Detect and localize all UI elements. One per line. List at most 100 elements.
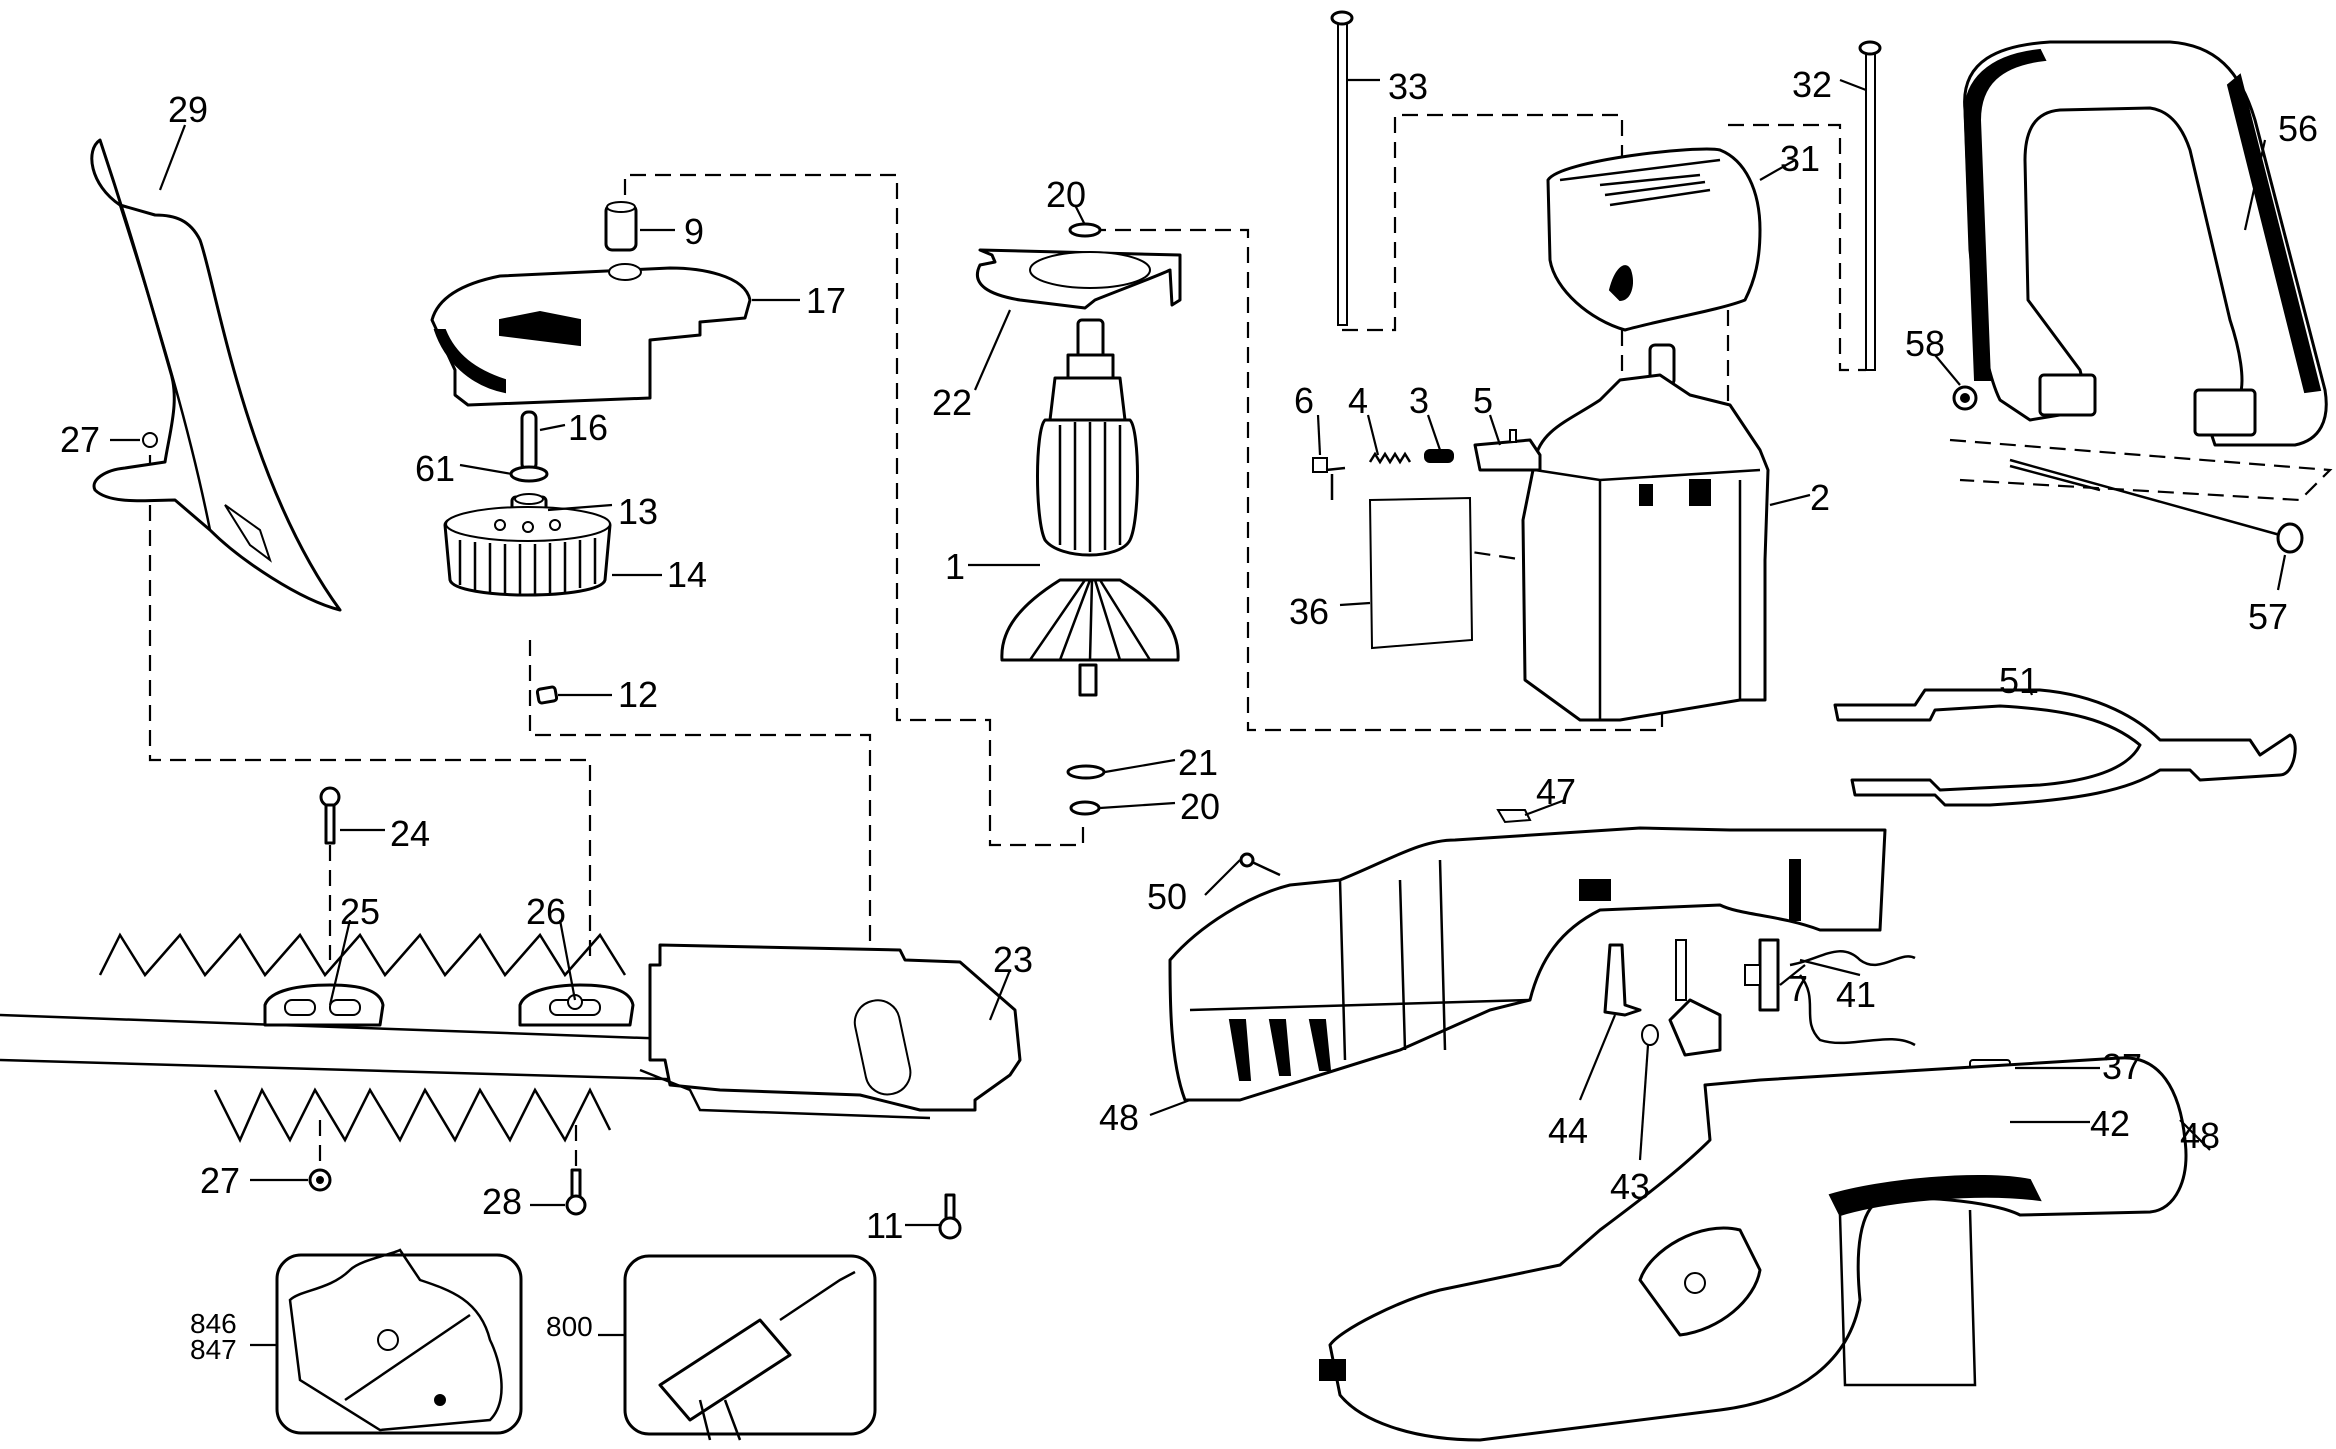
callout-20-top: 20 xyxy=(1046,174,1086,215)
callout-44: 44 xyxy=(1548,1110,1588,1151)
leader-36 xyxy=(1339,601,1371,607)
callout-4: 4 xyxy=(1348,380,1368,421)
callout-37: 37 xyxy=(2102,1046,2142,1087)
callout-27-top: 27 xyxy=(60,419,100,460)
leader-61 xyxy=(459,463,513,476)
leader-2 xyxy=(1769,493,1811,507)
callout-1: 1 xyxy=(945,546,965,587)
part-24-screw xyxy=(319,786,341,845)
callout-800: 800 xyxy=(546,1311,593,1342)
part-16-pin xyxy=(520,410,538,472)
assembly-line xyxy=(1728,123,1866,372)
callout-6: 6 xyxy=(1294,380,1314,421)
leader-25 xyxy=(328,919,352,1006)
callout-20-bottom: 20 xyxy=(1180,786,1220,827)
part-28-screw xyxy=(565,1168,587,1216)
callout-29: 29 xyxy=(168,89,208,130)
callout-57: 57 xyxy=(2248,596,2288,637)
part-5-brush-box xyxy=(1473,429,1542,472)
callout-61: 61 xyxy=(415,448,455,489)
leader-5 xyxy=(1488,414,1502,446)
part-27-nut-top xyxy=(142,432,158,448)
part-41-wires xyxy=(1789,950,1916,1047)
part-2-motor-housing xyxy=(1521,373,1770,722)
part-6-brush-holder xyxy=(1312,457,1346,500)
leader-22 xyxy=(973,309,1012,391)
callout-2: 2 xyxy=(1810,477,1830,518)
leader-23 xyxy=(988,969,1012,1021)
callout-17: 17 xyxy=(806,280,846,321)
part-36-label xyxy=(1368,496,1474,650)
part-48-housing-left xyxy=(1168,826,1887,1102)
part-51-guard xyxy=(1833,688,2297,807)
callout-36: 36 xyxy=(1289,591,1329,632)
part-43-switch-trigger xyxy=(1641,939,1722,1057)
part-32-screw xyxy=(1858,40,1882,371)
leader-32 xyxy=(1839,78,1867,92)
leader-47 xyxy=(1524,798,1566,817)
leader-16 xyxy=(539,423,566,432)
callout-48-right: 48 xyxy=(2180,1115,2220,1156)
callout-9: 9 xyxy=(684,211,704,252)
part-4-spring xyxy=(1368,451,1412,465)
leader-20-top xyxy=(1074,204,1086,226)
inset-846-847 xyxy=(275,1248,523,1435)
callout-28: 28 xyxy=(482,1181,522,1222)
callout-5: 5 xyxy=(1473,380,1493,421)
leader-57 xyxy=(2276,554,2287,591)
callout-11: 11 xyxy=(866,1205,903,1246)
leader-7 xyxy=(1779,964,1806,986)
part-27-nut-bottom xyxy=(308,1168,332,1192)
leader-48-right xyxy=(2179,1119,2211,1151)
callout-56: 56 xyxy=(2278,108,2318,149)
part-1-armature xyxy=(1000,318,1180,697)
part-11-screw xyxy=(938,1193,962,1240)
callout-50: 50 xyxy=(1147,876,1187,917)
callout-labels: 29 27 9 17 16 61 13 14 12 20 22 1 21 20 … xyxy=(60,64,2318,1365)
callout-58: 58 xyxy=(1905,323,1945,364)
inset-800 xyxy=(623,1254,877,1441)
part-29-guard xyxy=(90,138,342,612)
callout-27-bottom: 27 xyxy=(200,1160,240,1201)
part-7-switch xyxy=(1744,938,1780,1012)
leader-13 xyxy=(547,503,613,512)
callout-41: 41 xyxy=(1836,974,1876,1015)
callout-26: 26 xyxy=(526,891,566,932)
callout-48-left: 48 xyxy=(1099,1097,1139,1138)
leader-41 xyxy=(1799,958,1861,977)
leader-29 xyxy=(158,124,187,191)
part-57-bolt xyxy=(2009,458,2304,554)
leader-3 xyxy=(1426,414,1442,451)
part-3-brush xyxy=(1424,449,1454,463)
callout-25: 25 xyxy=(340,891,380,932)
callout-47: 47 xyxy=(1536,771,1576,812)
callout-846: 846 xyxy=(190,1308,237,1339)
part-50-screw xyxy=(1239,852,1281,877)
callout-31: 31 xyxy=(1780,138,1820,179)
part-12-nut xyxy=(535,685,559,705)
callout-14: 14 xyxy=(667,554,707,595)
leader-26 xyxy=(558,919,577,1001)
assembly-line xyxy=(148,455,592,960)
leader-58 xyxy=(1934,354,1961,386)
callout-24: 24 xyxy=(390,813,430,854)
callout-51: 51 xyxy=(1999,660,2039,701)
callout-42: 42 xyxy=(2090,1103,2130,1144)
part-31-cover xyxy=(1546,147,1762,332)
assembly-line xyxy=(623,173,1085,847)
leader-20-bottom xyxy=(1099,801,1176,810)
part-44-lever xyxy=(1603,943,1642,1017)
assembly-line xyxy=(1949,438,2333,502)
callout-16: 16 xyxy=(568,407,608,448)
leader-6 xyxy=(1316,414,1322,456)
part-23-blade xyxy=(0,932,1022,1143)
leader-lines xyxy=(110,78,2287,1347)
callout-7: 7 xyxy=(1788,968,1808,1009)
part-21-washer xyxy=(1066,764,1106,780)
part-48-housing-right xyxy=(1319,1056,2188,1442)
callout-22: 22 xyxy=(932,382,972,423)
callout-847: 847 xyxy=(190,1334,237,1365)
part-20-washer-top xyxy=(1068,222,1102,238)
callout-13: 13 xyxy=(618,491,658,532)
